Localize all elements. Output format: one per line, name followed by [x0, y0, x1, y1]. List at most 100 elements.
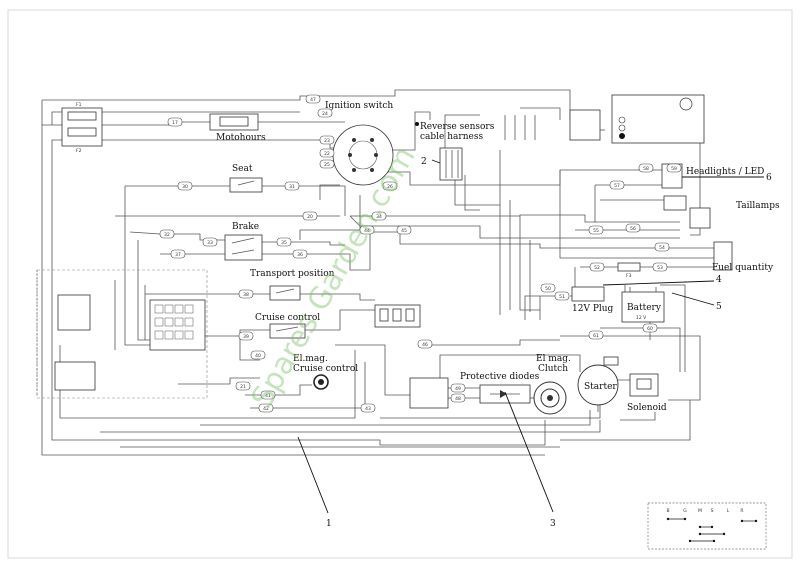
- wire-number-tag: 33: [202, 237, 218, 247]
- plug-12v: 12V Plug: [571, 286, 614, 314]
- wire-number-tag: 36: [292, 249, 308, 259]
- svg-text:35: 35: [281, 240, 287, 246]
- table-header: S: [711, 508, 714, 514]
- svg-text:23: 23: [324, 138, 330, 144]
- taillamps-label: Taillamps: [736, 201, 780, 211]
- el-mag-clutch-label-1: El mag.: [536, 354, 571, 364]
- battery-label: Battery: [627, 303, 662, 313]
- seat-label: Seat: [232, 164, 253, 174]
- wire-number-tag: 61: [588, 330, 604, 340]
- wire-number-tag: 53: [652, 262, 668, 272]
- wire-number-tag: 35: [276, 237, 292, 247]
- wire-number-tag: 21: [235, 381, 251, 391]
- svg-text:40: 40: [255, 353, 261, 359]
- svg-text:59: 59: [671, 166, 677, 172]
- sheet-frame: [7, 9, 793, 559]
- wire-number-tag: 22: [319, 148, 335, 158]
- svg-text:56: 56: [630, 226, 636, 232]
- protective-diodes-label: Protective diodes: [460, 372, 540, 382]
- svg-text:34: 34: [376, 214, 382, 220]
- starter-label: Starter: [584, 382, 617, 392]
- el-mag-cruise-control: El.mag. Cruise control: [293, 354, 358, 390]
- svg-text:33: 33: [207, 240, 213, 246]
- wire-number-tag: 43: [360, 403, 376, 413]
- svg-text:53: 53: [657, 265, 663, 271]
- svg-text:48: 48: [455, 396, 461, 402]
- wire-number-tag: 39: [238, 331, 254, 341]
- callout-3: 3: [550, 519, 556, 529]
- transport-position-label: Transport position: [250, 269, 335, 279]
- svg-text:26: 26: [387, 184, 393, 190]
- svg-text:49: 49: [455, 386, 461, 392]
- svg-text:51: 51: [559, 294, 565, 300]
- fuse-f1-label: F1: [76, 102, 82, 108]
- wire-number-tag: 59: [666, 163, 682, 173]
- callout-1: 1: [326, 519, 332, 529]
- reverse-sensors-label-1: Reverse sensors: [420, 122, 495, 132]
- table-header: G: [683, 508, 687, 514]
- svg-text:61: 61: [593, 333, 599, 339]
- ignition-switch: Ignition switch: [325, 101, 393, 186]
- cruise-control-label: Cruise control: [255, 313, 320, 323]
- solenoid-label: Solenoid: [627, 403, 667, 413]
- svg-text:60: 60: [647, 326, 653, 332]
- wire-number-tag: 23: [319, 135, 335, 145]
- wire-number-tag: 49: [450, 383, 466, 393]
- battery-voltage: 12 V: [636, 315, 647, 321]
- transport-position-switch: Transport position: [250, 269, 335, 301]
- wire-number-tag: 25: [319, 159, 335, 169]
- taillamps-connector: Taillamps: [663, 195, 780, 229]
- wire-number-tag: 30: [177, 181, 193, 191]
- wire-number-tag: 24: [317, 108, 333, 118]
- wire-number-tag: 54: [654, 242, 670, 252]
- wire-number-tag: 57: [609, 180, 625, 190]
- motohours-meter: Motohours: [209, 113, 266, 143]
- brake-label: Brake: [232, 222, 259, 232]
- wire-number-tag: 47: [305, 94, 321, 104]
- svg-text:17: 17: [172, 120, 178, 126]
- wire-number-tag: 52: [589, 262, 605, 272]
- wire-number-tags: 47 17 24 23 22 25 26 20 21 34 30 31 32 33 35 36 37 38 39 40…: [159, 94, 682, 413]
- fuse-f2-label: F2: [76, 148, 82, 154]
- svg-text:46: 46: [422, 342, 428, 348]
- wire-number-tag: 31: [284, 181, 300, 191]
- svg-text:37: 37: [175, 252, 181, 258]
- wire-number-tag: 51: [554, 291, 570, 301]
- svg-text:31: 31: [289, 184, 295, 190]
- plug-12v-label: 12V Plug: [572, 304, 614, 314]
- svg-text:52: 52: [594, 265, 600, 271]
- wire-number-tag: 38: [238, 289, 254, 299]
- wire-number-tag: 32: [159, 229, 175, 239]
- svg-text:21: 21: [240, 384, 246, 390]
- wires: [36, 89, 715, 456]
- callout-6: 6: [766, 173, 772, 183]
- svg-text:57: 57: [614, 183, 620, 189]
- svg-text:36: 36: [297, 252, 303, 258]
- wire-number-tag: 20: [302, 211, 318, 221]
- svg-text:47: 47: [310, 97, 316, 103]
- svg-text:32: 32: [164, 232, 170, 238]
- left-connector: [54, 294, 96, 391]
- brake-switch: Brake: [224, 222, 263, 261]
- protective-diodes: Protective diodes: [409, 372, 540, 409]
- fuel-quantity-label: Fuel quantity: [712, 263, 774, 273]
- table-header: R: [740, 508, 743, 514]
- wire-number-tag: 45: [396, 225, 412, 235]
- svg-text:30: 30: [182, 184, 188, 190]
- wire-number-tag: 17: [167, 117, 183, 127]
- wire-number-tag: 56: [625, 223, 641, 233]
- svg-text:20: 20: [307, 214, 313, 220]
- svg-text:50: 50: [545, 286, 551, 292]
- wire-number-tag: 42: [258, 403, 274, 413]
- wire-number-tag: 55: [588, 225, 604, 235]
- svg-text:44: 44: [364, 228, 370, 234]
- svg-text:58: 58: [643, 166, 649, 172]
- callout-2: 2: [421, 157, 427, 167]
- svg-text:22: 22: [324, 151, 330, 157]
- solenoid: Solenoid: [627, 373, 667, 413]
- svg-text:24: 24: [322, 111, 328, 117]
- battery: Battery 12 V: [621, 287, 665, 323]
- wire-number-tag: 34: [371, 211, 387, 221]
